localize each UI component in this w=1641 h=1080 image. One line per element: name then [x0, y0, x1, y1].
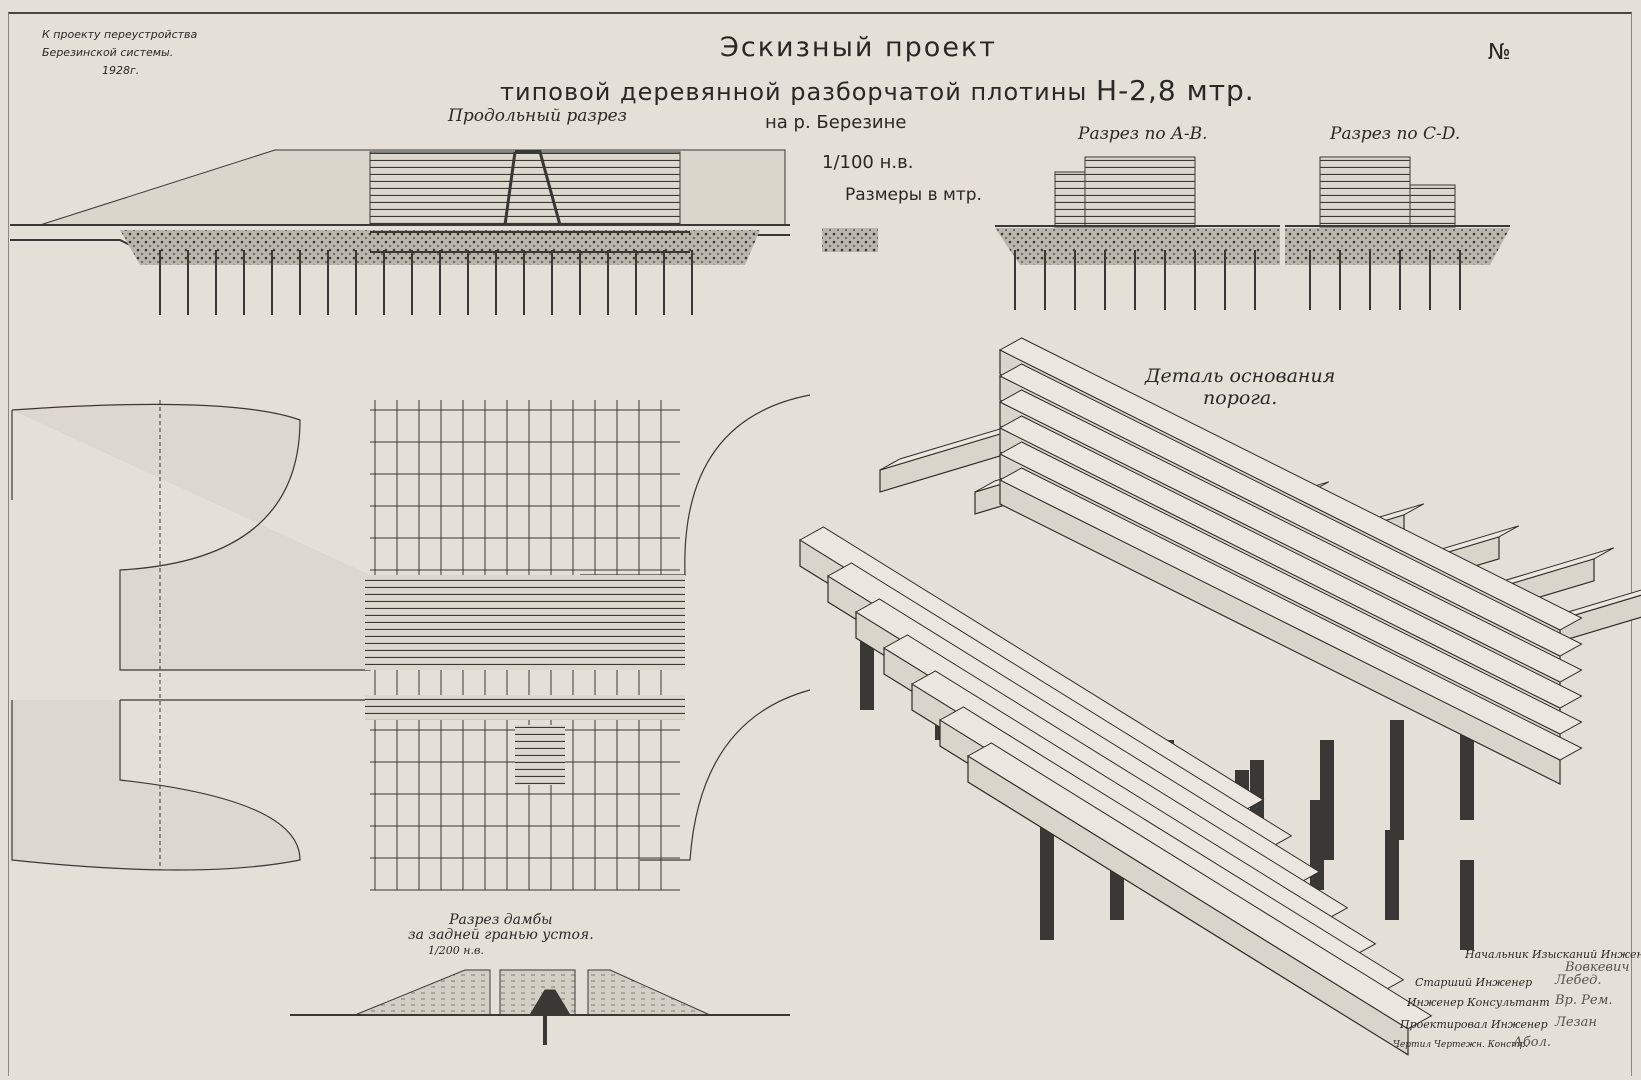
- signature: Вр. Рем.: [1555, 993, 1613, 1008]
- signature-row: Инженер Консультант Вр. Рем.: [1405, 990, 1635, 1010]
- longitudinal-section-label: Продольный разрез: [448, 106, 627, 126]
- log-wall-top: [998, 363, 1583, 657]
- log-wall-top: [998, 389, 1583, 683]
- drawing-subtitle: типовой деревянной разборчатой плотины H…: [500, 74, 1255, 107]
- number-label: №: [1488, 40, 1511, 65]
- section-cd-label: Разрез по С-D.: [1330, 124, 1461, 144]
- section-ab: [995, 156, 1280, 265]
- post: [1460, 860, 1474, 950]
- corner-note-year: 1928г.: [102, 64, 140, 77]
- section-piles: [1014, 250, 1461, 310]
- longitudinal-section: [10, 149, 790, 315]
- dam-section-title: Разрез дамбы: [449, 912, 553, 928]
- subtitle-text: типовой деревянной разборчатой плотины: [500, 78, 1088, 106]
- post: [1390, 720, 1404, 840]
- section-cd: [1285, 156, 1510, 265]
- log-wall-top: [998, 337, 1583, 631]
- signature-role: Начальник Изысканий Инженер: [1465, 948, 1641, 961]
- corner-note-line: К проекту переустройства: [42, 28, 198, 41]
- plan-view: [11, 394, 811, 891]
- signature: Абол.: [1513, 1035, 1552, 1050]
- corner-note-line: Березинской системы.: [42, 46, 174, 59]
- detail-title: Деталь основания порога.: [1145, 365, 1335, 409]
- log-wall-top: [998, 415, 1583, 709]
- dam-section: [290, 969, 790, 1045]
- drawing-sheet-border: [8, 12, 1632, 1076]
- signature-row: Чертил Чертежн. Констр.Абол.: [1393, 1032, 1635, 1052]
- corner-note: К проекту переустройства Березинской сис…: [42, 26, 197, 80]
- dam-scale-label: 1/200 н.в.: [428, 944, 484, 957]
- log-wall-top: [998, 441, 1583, 735]
- signature: Лезан: [1555, 1015, 1597, 1030]
- ground-fragment: [822, 228, 878, 252]
- dam-section-subtitle: за задней гранью устоя.: [408, 927, 594, 943]
- scale-label: 1/100 н.в.: [822, 152, 914, 173]
- beam-top: [967, 742, 1433, 1030]
- post: [1040, 820, 1054, 940]
- detail-title-line: порога.: [1203, 387, 1278, 409]
- post: [1320, 740, 1334, 860]
- signature-role: Чертил Чертежн. Констр.: [1393, 1040, 1529, 1050]
- signature-row: Проектировал Инженер Лезан: [1400, 1010, 1635, 1032]
- signature-row: Старший Инженер Лебед.: [1405, 970, 1635, 990]
- units-label: Размеры в мтр.: [845, 185, 982, 205]
- beam-top: [911, 670, 1377, 958]
- isometric-detail: [799, 337, 1641, 1056]
- signature-role: Старший Инженер: [1415, 976, 1533, 989]
- signature: Вовкевич: [1565, 960, 1630, 975]
- signature: Лебед.: [1555, 973, 1602, 988]
- signature-role: Проектировал Инженер: [1400, 1018, 1548, 1031]
- drawing-title: Эскизный проект: [720, 32, 997, 63]
- section-ab-label: Разрез по А-В.: [1078, 124, 1208, 144]
- post: [1385, 830, 1399, 920]
- height-label: H-2,8 мтр.: [1096, 74, 1255, 107]
- detail-title-line: Деталь основания: [1145, 365, 1336, 387]
- river-label: на р. Березине: [765, 112, 907, 133]
- dam-section-label: Разрез дамбы за задней гранью устоя. 1/2…: [408, 913, 594, 958]
- log-wall-top: [998, 467, 1583, 761]
- signature-role: Инженер Консультант: [1407, 996, 1550, 1009]
